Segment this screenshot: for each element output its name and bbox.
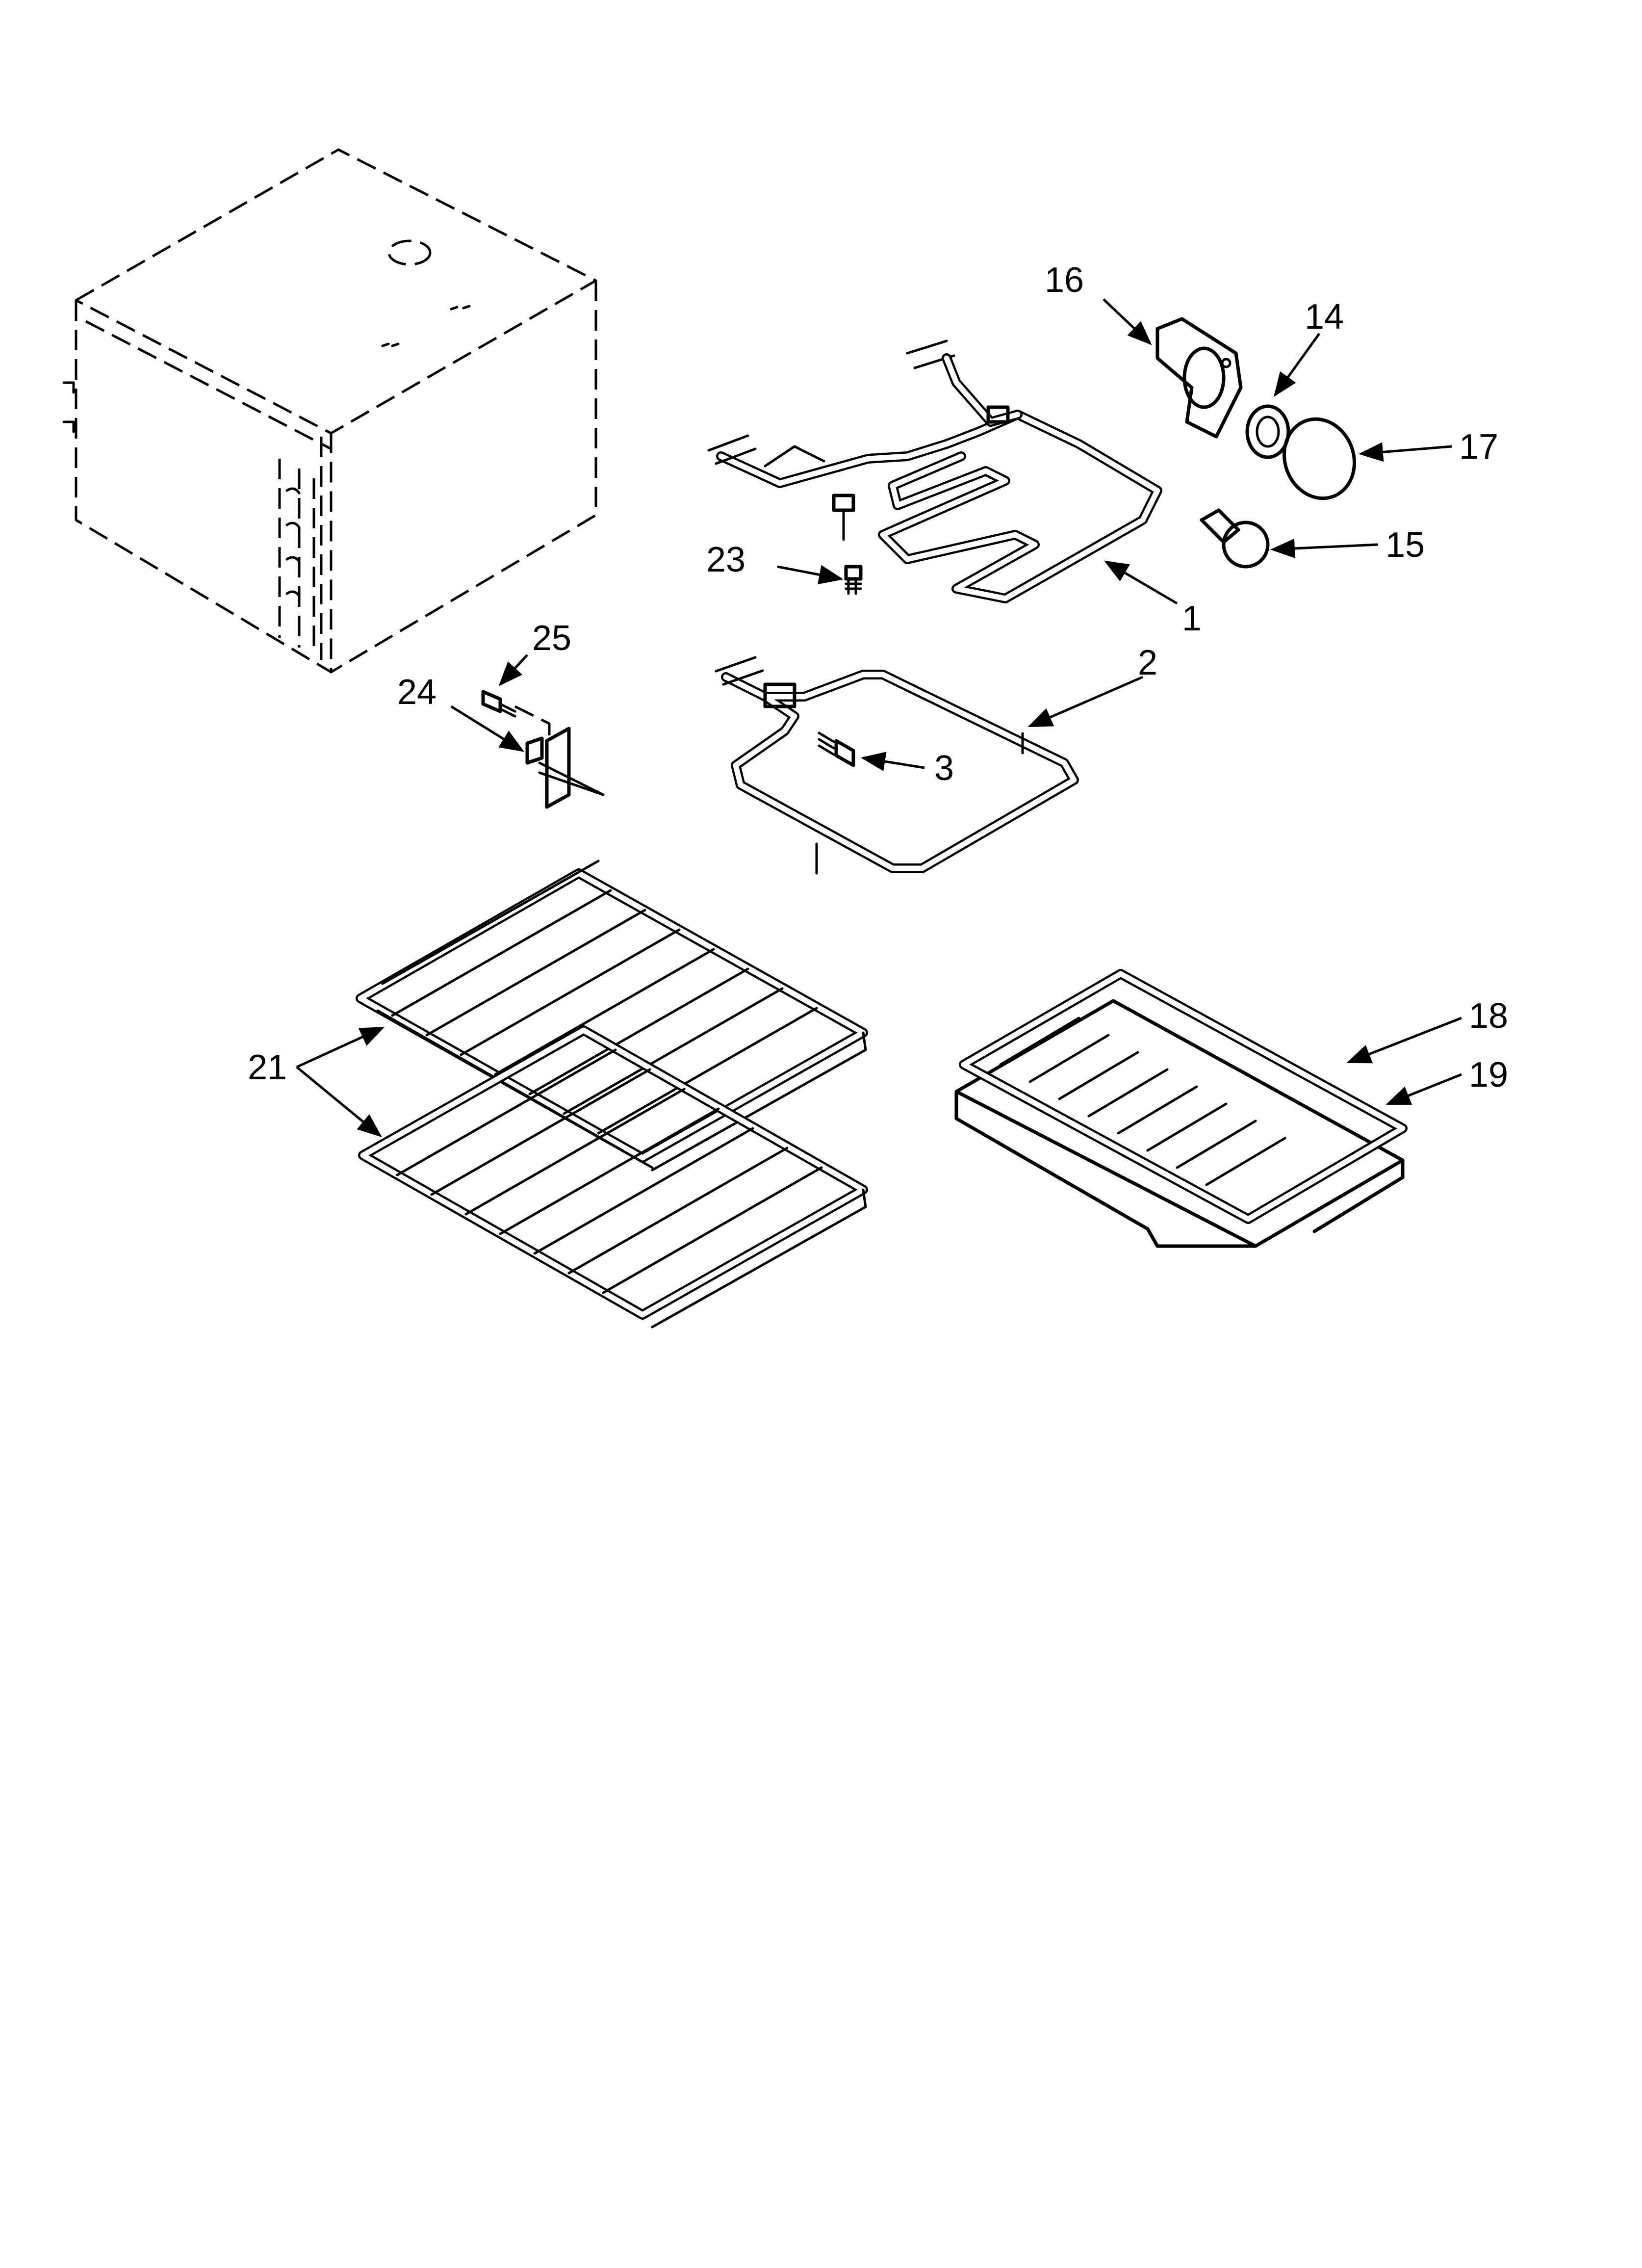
broiler-grid-18: [959, 969, 1408, 1224]
leader-21a: [296, 1026, 385, 1069]
leader-lines: [296, 298, 1462, 1138]
leader-2: [1027, 676, 1143, 728]
label-part-14: 14: [1305, 297, 1344, 337]
leader-17: [1359, 442, 1452, 462]
gasket-14: [1245, 404, 1290, 459]
label-part-15: 15: [1385, 525, 1425, 565]
screw-3: [818, 731, 855, 767]
leader-14: [1274, 333, 1321, 397]
label-part-23: 23: [706, 540, 745, 579]
broiler-pan-19: [954, 999, 1405, 1248]
leader-19: [1385, 1073, 1462, 1105]
label-part-1: 1: [1182, 599, 1202, 638]
label-part-2: 2: [1138, 643, 1157, 682]
light-socket-16: [1155, 317, 1243, 439]
upper-bake-element: [707, 339, 1162, 603]
screw-23: [844, 565, 863, 595]
oven-rack-upper: [356, 860, 868, 1172]
screw-25: [481, 690, 516, 718]
leader-16: [1103, 298, 1152, 345]
leader-21b: [296, 1066, 382, 1138]
sensor-bracket-24: [514, 705, 605, 809]
label-part-3: 3: [934, 749, 954, 788]
lower-bake-element: [715, 656, 1079, 875]
leader-1: [1103, 560, 1178, 605]
leader-24: [450, 705, 525, 752]
light-bulb-15: [1200, 508, 1270, 569]
leader-23: [777, 565, 844, 585]
leader-18: [1346, 1017, 1462, 1064]
leader-15: [1270, 538, 1379, 558]
label-part-16: 16: [1045, 261, 1084, 300]
leader-25: [498, 654, 528, 686]
label-part-24: 24: [397, 673, 436, 712]
label-part-25: 25: [532, 619, 571, 658]
light-lens-17: [1282, 417, 1357, 500]
label-part-19: 19: [1469, 1055, 1508, 1095]
leader-3: [861, 752, 925, 771]
label-part-17: 17: [1459, 427, 1498, 467]
label-part-21: 21: [248, 1048, 287, 1087]
oven-cavity-outline: [62, 148, 597, 674]
label-part-18: 18: [1469, 996, 1508, 1036]
oven-rack-lower: [358, 1025, 868, 1329]
